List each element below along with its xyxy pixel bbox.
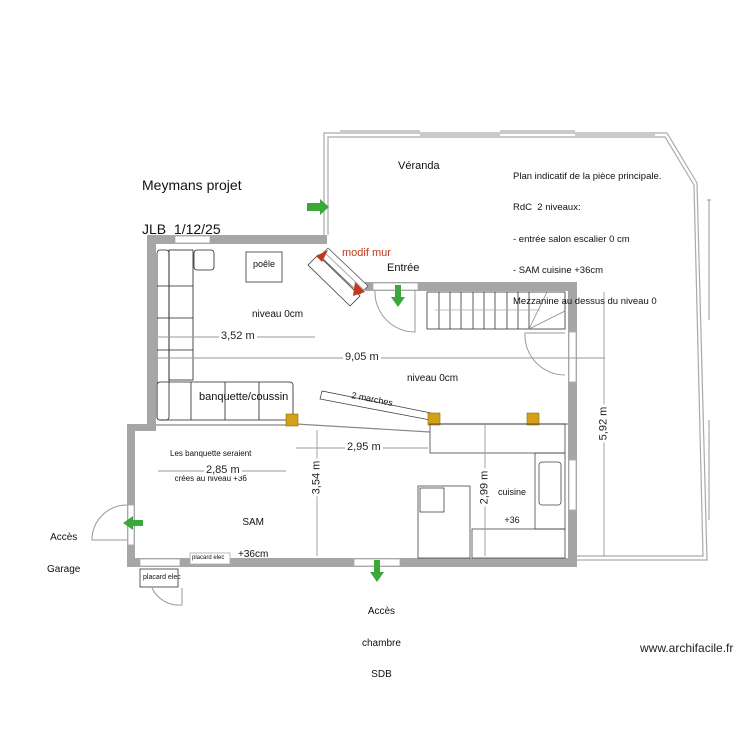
cuisine-name: cuisine (498, 486, 527, 497)
room-label-cuisine: cuisine +36 (498, 469, 526, 535)
placard-elec-label-1: placard elec (143, 574, 181, 581)
placard-elec-label-2: placard elec (192, 555, 225, 561)
veranda-outline (323, 130, 711, 561)
chambre-access-line: Accès (367, 606, 396, 617)
dimension-cuisine-depth: 2,99 m (478, 468, 491, 507)
watermark: www.archifacile.fr (640, 641, 734, 655)
modif-wall (307, 247, 369, 307)
placard-elec-box (139, 568, 179, 588)
dimension-salon-width: 3,52 m (219, 330, 257, 342)
sam-level: +36cm (238, 548, 269, 560)
note-line: - SAM cuisine +36cm (513, 264, 604, 276)
veranda-entry-arrow (307, 199, 329, 215)
banquette-note: Les banquette seraient crées au niveau +… (170, 433, 251, 492)
salon-level-label: niveau 0cm (252, 309, 304, 320)
staircase (426, 291, 566, 330)
dimension-step-width: 2,95 m (345, 441, 383, 453)
garage-access-label: Accès Garage (47, 512, 80, 586)
room-label-sam: SAM +36cm (238, 497, 268, 571)
modif-mur-label: modif mur (342, 247, 391, 259)
project-title: Meymans projet (142, 177, 242, 194)
door-swings (91, 289, 566, 606)
entree-arrow (391, 285, 405, 307)
sam-name: SAM (242, 517, 264, 528)
banquette-note-line: Les banquette seraient (170, 448, 252, 458)
dimension-total-width: 9,05 m (343, 351, 381, 363)
banquette-note-line: crées au niveau +36 (174, 473, 247, 483)
sofa (156, 249, 294, 421)
note-line: Plan indicatif de la pièce principale. (513, 170, 662, 182)
project-title-block: Meymans projet JLB 1/12/25 (142, 149, 242, 252)
garage-access-line: Accès (50, 532, 78, 543)
pillars (285, 412, 540, 427)
plan-notes: Plan indicatif de la pièce principale. R… (513, 151, 661, 318)
kitchen (417, 423, 566, 559)
chambre-arrow (370, 560, 384, 582)
room-label-entree: Entrée (387, 262, 420, 274)
dimension-total-depth: 5,92 m (597, 404, 610, 443)
banquette-label: banquette/coussin (199, 391, 289, 403)
chambre-access-label: Accès chambre SDB (362, 586, 401, 691)
garage-arrow (123, 516, 143, 530)
chambre-access-line: SDB (371, 669, 392, 680)
note-line: Mezzanine au dessus du niveau 0 (513, 296, 657, 308)
note-line: - entrée salon escalier 0 cm (513, 233, 630, 245)
main-level-label: niveau 0cm (407, 373, 459, 384)
garage-access-line: Garage (47, 563, 81, 575)
dimension-banquette-width: 2,85 m (204, 464, 242, 476)
access-arrows (123, 199, 405, 582)
dimension-sam-depth: 3,54 m (310, 458, 323, 497)
room-label-veranda: Véranda (398, 160, 440, 172)
chambre-access-line: chambre (362, 637, 401, 649)
stove (245, 251, 283, 283)
stove-label: poêle (253, 259, 276, 269)
author-date: JLB 1/12/25 (142, 221, 221, 238)
cuisine-level: +36 (504, 515, 520, 526)
note-line: RdC 2 niveaux: (513, 202, 581, 214)
walls (127, 235, 577, 567)
